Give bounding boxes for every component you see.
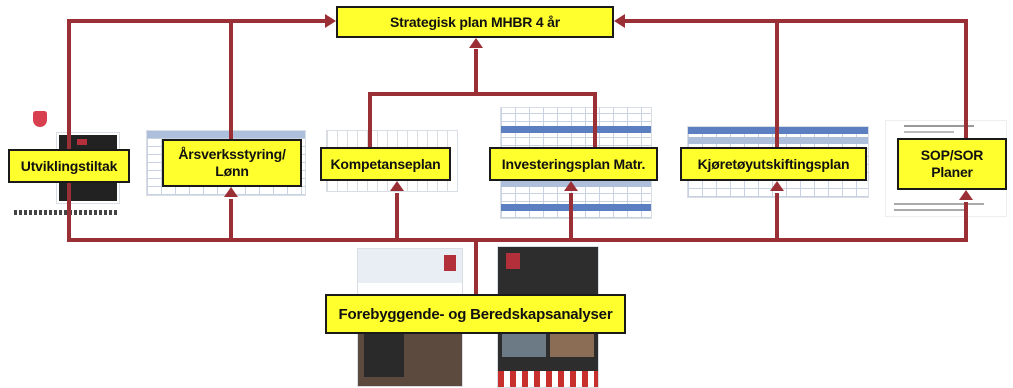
preventive-preparedness-analyses-label: Forebyggende- og Beredskapsanalyser <box>338 305 613 323</box>
arrowhead-into-investment <box>564 181 578 191</box>
development-measures-box: Utviklingstiltak <box>8 149 130 183</box>
investment-plan-box: Investeringsplan Matr. <box>489 147 658 181</box>
development-measures-label: Utviklingstiltak <box>20 157 118 174</box>
analyses-distribution-bus <box>67 183 968 242</box>
competence-plan-box: Kompetanseplan <box>320 147 451 181</box>
arrowhead-into-sop <box>959 190 973 200</box>
arrowhead-into-strategic-plan-left <box>325 14 336 28</box>
sop-sor-plans-box: SOP/SOR Planer <box>897 138 1007 190</box>
strategic-plan-box: Strategisk plan MHBR 4 år <box>336 6 614 38</box>
competence-plan-label: Kompetanseplan <box>330 155 441 172</box>
preventive-preparedness-analyses-box: Forebyggende- og Beredskapsanalyser <box>325 294 626 334</box>
vehicle-replacement-plan-box: Kjøretøyutskiftingsplan <box>680 147 867 181</box>
sop-sor-plans-label: SOP/SOR Planer <box>920 147 984 180</box>
investment-plan-label: Investeringsplan Matr. <box>501 155 646 172</box>
vehicle-replacement-plan-label: Kjøretøyutskiftingsplan <box>697 155 850 172</box>
strategic-plan-label: Strategisk plan MHBR 4 år <box>389 13 561 30</box>
shield-logo-icon <box>33 111 47 127</box>
workforce-salary-box: Årsverksstyring/ Lønn <box>162 139 302 187</box>
arrowhead-into-strategic-plan-bottom <box>469 38 483 48</box>
document-caption-mark <box>14 210 119 215</box>
arrow-development-to-strategic-plan <box>67 19 325 149</box>
arrow-middle-plans-bracket <box>368 92 597 147</box>
arrowhead-into-strategic-plan-right <box>614 14 625 28</box>
arrowhead-into-workforce <box>224 187 238 197</box>
arrow-sop-to-strategic-plan <box>625 19 968 138</box>
arrowhead-into-competence <box>390 181 404 191</box>
arrowhead-into-vehicle <box>770 181 784 191</box>
workforce-salary-label: Årsverksstyring/ Lønn <box>178 146 286 179</box>
